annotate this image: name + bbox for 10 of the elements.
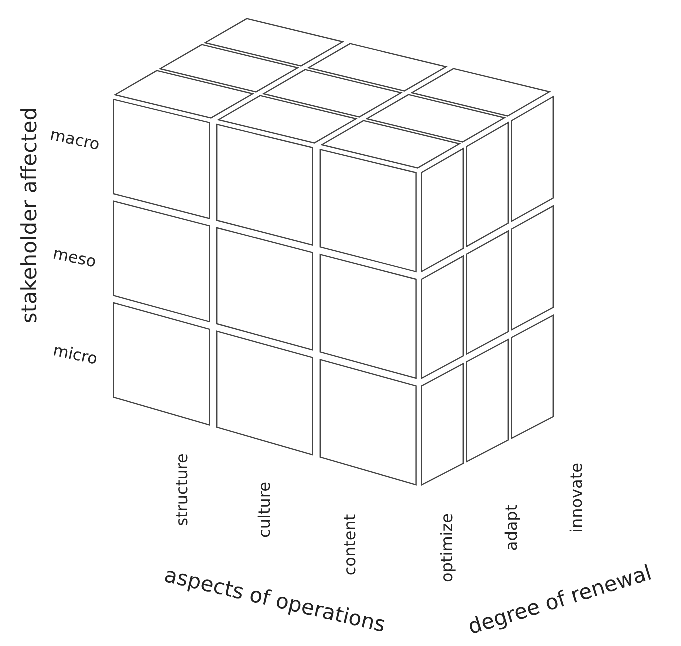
axis-label: micro [51, 342, 99, 368]
axis-label: meso [52, 246, 98, 270]
axis-label: macro [48, 126, 102, 154]
axis-label: adapt [504, 504, 520, 552]
axis-label: culture [256, 482, 273, 538]
axis-label: content [342, 514, 358, 576]
axis-label: innovate [568, 463, 585, 533]
axis-title: stakeholder affected [20, 106, 41, 324]
axis-label: optimize [438, 514, 455, 582]
axis-label: structure [174, 454, 190, 526]
